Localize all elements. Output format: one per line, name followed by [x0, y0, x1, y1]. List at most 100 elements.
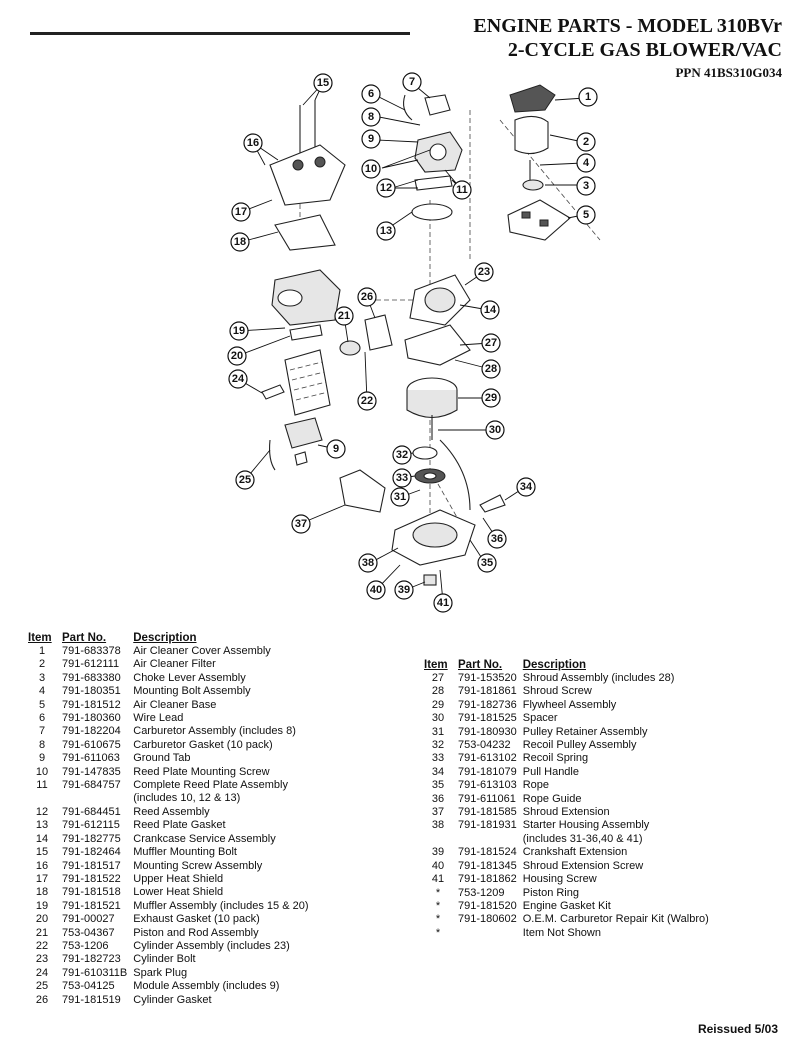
title-line-2: 2-CYCLE GAS BLOWER/VAC: [507, 39, 782, 61]
svg-text:25: 25: [239, 474, 251, 486]
table-header-row: Item Part No. Description: [424, 659, 715, 672]
part-description: (includes 31-36,40 & 41): [522, 832, 643, 845]
part-description: Shroud Extension Screw: [522, 859, 644, 872]
item-number: 3: [38, 671, 46, 684]
callout-22: 22: [357, 391, 377, 411]
part-description: Cylinder Gasket: [133, 993, 212, 1006]
svg-text:30: 30: [489, 424, 501, 436]
part-description: Starter Housing Assembly: [522, 819, 650, 832]
callout-1: 1: [578, 87, 598, 107]
item-number: 31: [431, 725, 445, 738]
part-number: 791-181861: [458, 685, 517, 698]
item-number: 7: [38, 725, 46, 738]
item-number: 14: [35, 832, 49, 845]
part-description: Cylinder Bolt: [133, 953, 196, 966]
svg-text:5: 5: [583, 209, 589, 221]
item-number: 8: [38, 738, 46, 751]
svg-text:31: 31: [394, 491, 406, 503]
part-number: 791-180351: [62, 685, 121, 698]
svg-text:7: 7: [409, 76, 415, 88]
part-number: 791-182204: [62, 725, 121, 738]
part-description: Cylinder Assembly (includes 23): [133, 939, 290, 952]
item-number: [28, 792, 62, 805]
part-number: 791-610311B: [62, 966, 128, 979]
callout-5: 5: [576, 205, 596, 225]
part-number: 791-180360: [62, 712, 121, 725]
callout-23: 23: [474, 262, 494, 282]
callout-30: 30: [485, 420, 505, 440]
svg-text:13: 13: [380, 225, 392, 237]
item-number: [424, 833, 458, 846]
part-description: Piston and Rod Assembly: [133, 926, 259, 939]
item-number: 40: [431, 859, 445, 872]
part-description: Choke Lever Assembly: [133, 671, 246, 684]
part-number: 791-611061: [458, 792, 516, 805]
item-number: 27: [431, 672, 445, 684]
callout-40: 40: [366, 580, 386, 600]
part-description: (includes 10, 12 & 13): [133, 792, 241, 805]
item-number: 30: [431, 712, 445, 725]
part-number: [62, 792, 133, 805]
table-row: *Item Not Shown: [424, 927, 715, 940]
part-number: 753-04367: [62, 926, 115, 939]
part-number: 791-147835: [62, 765, 121, 778]
item-number: 34: [431, 765, 445, 778]
svg-text:12: 12: [380, 182, 392, 194]
item-number: 17: [35, 872, 49, 885]
svg-text:38: 38: [362, 557, 374, 569]
part-description: Item Not Shown: [522, 926, 601, 939]
item-number: 2: [38, 658, 46, 671]
item-number: 15: [35, 846, 49, 859]
item-number: 35: [431, 779, 445, 792]
svg-text:8: 8: [368, 111, 374, 123]
part-number: 791-181517: [62, 859, 121, 872]
item-number: 23: [35, 953, 49, 966]
part-number: 791-683380: [62, 671, 121, 684]
ppn-number: PPN 41BS310G034: [675, 65, 782, 80]
header-rule: [30, 32, 410, 35]
part-number: 791-612115: [62, 819, 120, 832]
callout-33: 33: [392, 468, 412, 488]
page-title: ENGINE PARTS - MODEL 310BVr 2-CYCLE GAS …: [473, 14, 782, 82]
part-description: Muffler Assembly (includes 15 & 20): [133, 899, 309, 912]
table-header-row: Item Part No. Description: [28, 632, 315, 645]
svg-text:15: 15: [317, 77, 329, 89]
callout-28: 28: [481, 359, 501, 379]
callout-7: 7: [402, 72, 422, 92]
callout-25: 25: [235, 470, 255, 490]
callout-9-bottom: 9: [326, 439, 346, 459]
part-number: 791-181931: [458, 819, 517, 832]
callout-2: 2: [576, 132, 596, 152]
part-number: 791-153520: [458, 672, 517, 684]
svg-text:41: 41: [437, 597, 449, 609]
part-number: 791-181522: [62, 872, 121, 885]
part-description: Mounting Bolt Assembly: [133, 685, 251, 698]
svg-text:24: 24: [232, 373, 245, 385]
svg-text:34: 34: [520, 481, 533, 493]
callout-21: 21: [334, 306, 354, 326]
recoil-pulley: [412, 446, 446, 484]
svg-text:28: 28: [485, 363, 497, 375]
svg-text:22: 22: [361, 395, 373, 407]
svg-text:26: 26: [361, 291, 373, 303]
part-number: 791-611063: [62, 752, 120, 765]
item-number: 26: [35, 993, 49, 1006]
flywheel: [406, 377, 458, 440]
svg-text:39: 39: [398, 584, 410, 596]
svg-text:19: 19: [233, 325, 245, 337]
item-number: 28: [431, 685, 445, 698]
